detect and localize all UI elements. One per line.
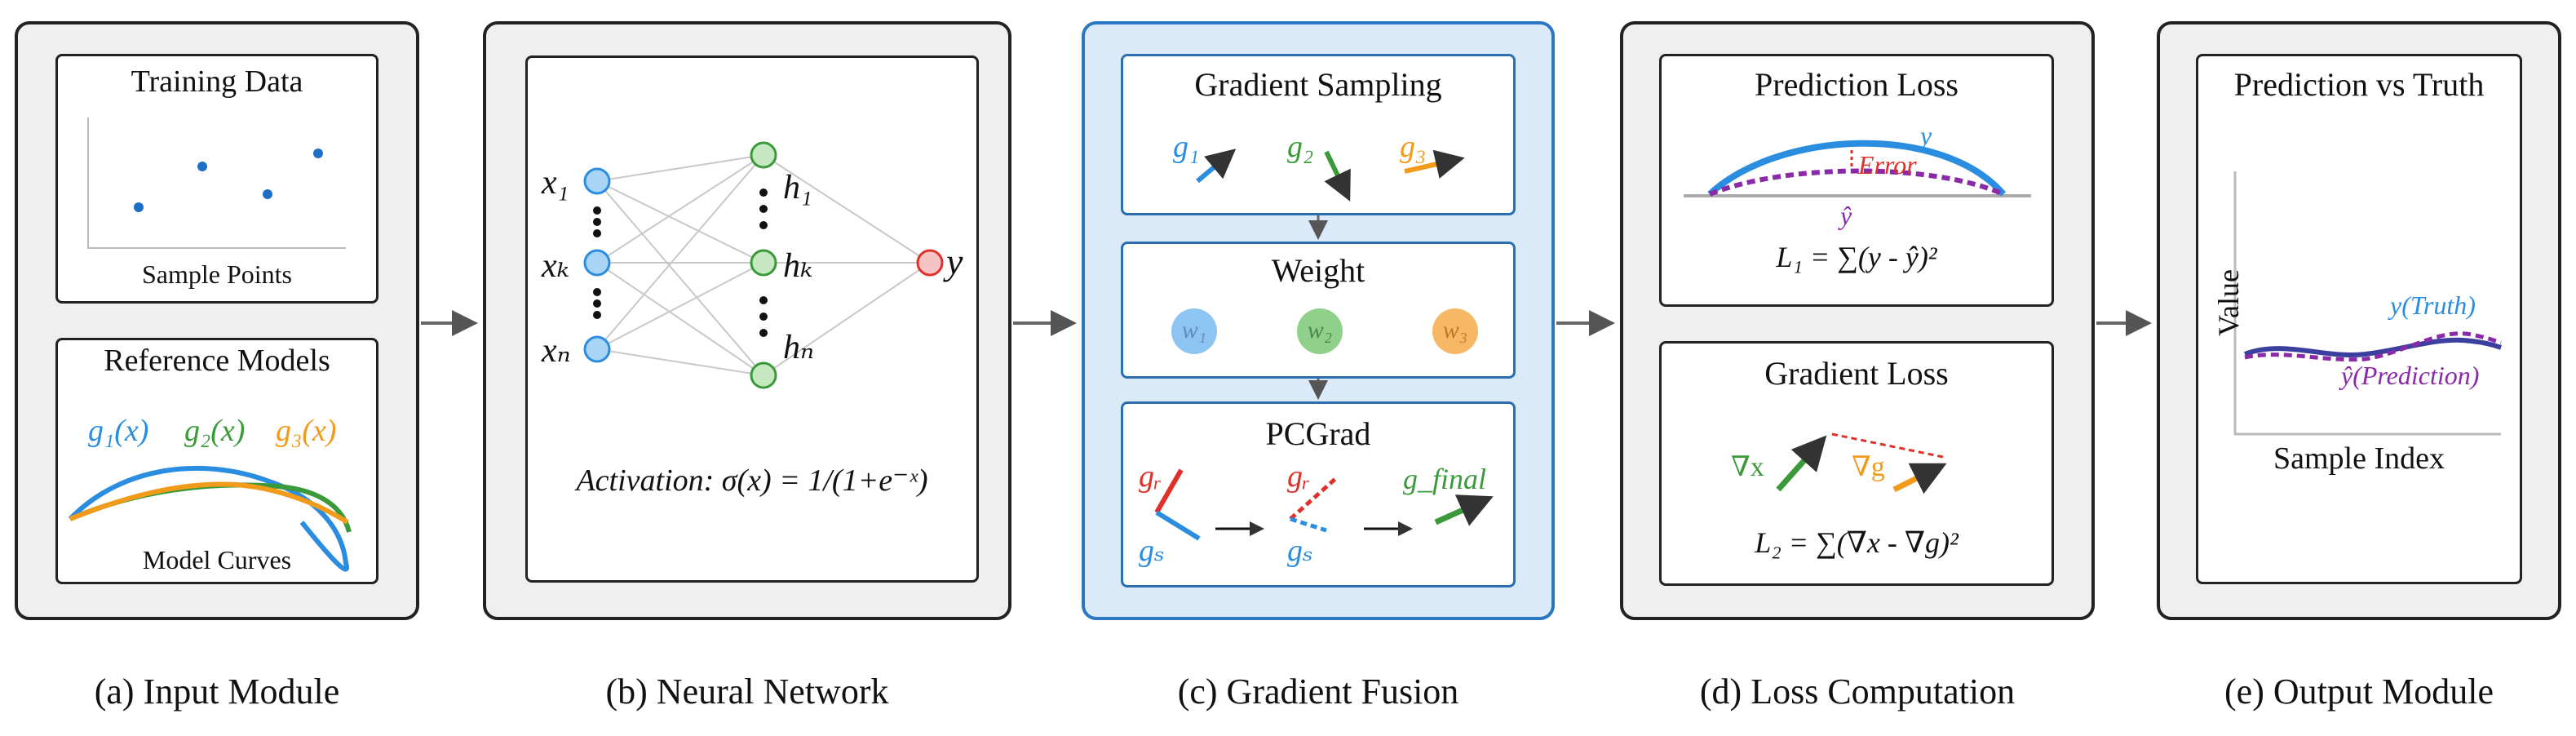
h1-label: h₁ bbox=[783, 169, 812, 206]
g2-label: g₂(x) bbox=[184, 414, 246, 448]
caption-neural-network: (b) Neural Network bbox=[605, 672, 889, 712]
model-curves bbox=[68, 465, 352, 572]
gradient-sampling-box bbox=[1121, 54, 1516, 215]
xk-label: xₖ bbox=[542, 247, 569, 285]
pcgrad-gr-left: gᵣ bbox=[1139, 459, 1162, 494]
w3-label: w₃ bbox=[1442, 317, 1468, 344]
nabla-g-label: ∇g bbox=[1852, 452, 1885, 482]
pcgrad-graphics bbox=[1154, 468, 1494, 541]
network-box bbox=[525, 55, 979, 583]
output-ylabel: Value bbox=[2212, 269, 2245, 336]
l1-formula: L₁ = ∑(y - ŷ)² bbox=[1776, 241, 1937, 273]
output-pred-label: ŷ(Prediction) bbox=[2341, 361, 2480, 390]
gradient-sampling-title: Gradient Sampling bbox=[1194, 66, 1442, 103]
nn-ellipsis-dots bbox=[593, 188, 768, 337]
reference-models-box bbox=[55, 338, 378, 584]
pcgrad-gs-left: gₛ bbox=[1139, 534, 1165, 568]
training-data-title: Training Data bbox=[131, 64, 303, 99]
caption-input-module: (a) Input Module bbox=[94, 672, 340, 712]
prediction-loss-graphics bbox=[1684, 140, 2031, 197]
nn-edges bbox=[596, 154, 931, 376]
loss-yhat-label: ŷ bbox=[1840, 201, 1852, 230]
output-plot bbox=[2233, 171, 2502, 436]
l2-formula: L₂ = ∑(∇x - ∇g)² bbox=[1755, 526, 1959, 559]
pcgrad-gr-mid: gᵣ bbox=[1287, 459, 1311, 494]
sampling-g2: g₂ bbox=[1287, 130, 1314, 164]
gradient-loss-title: Gradient Loss bbox=[1764, 355, 1949, 392]
output-truth-label: y(Truth) bbox=[2390, 290, 2476, 320]
hk-label: hₖ bbox=[783, 247, 813, 285]
sampling-g3: g₃ bbox=[1400, 130, 1427, 164]
output-title: Prediction vs Truth bbox=[2233, 66, 2485, 103]
training-xlabel: Sample Points bbox=[141, 259, 292, 289]
g1-label: g₁(x) bbox=[88, 414, 149, 448]
pcgrad-gs-mid: gₛ bbox=[1287, 534, 1313, 568]
loss-y-label: y bbox=[1920, 121, 1932, 150]
g3-label: g₃(x) bbox=[276, 414, 337, 448]
caption-output-module: (e) Output Module bbox=[2224, 672, 2494, 712]
xn-label: xₙ bbox=[542, 332, 571, 370]
sampling-arrows bbox=[1196, 149, 1465, 202]
w2-label: w₂ bbox=[1307, 317, 1333, 344]
pcgrad-title: PCGrad bbox=[1265, 415, 1371, 452]
nn-nodes bbox=[583, 141, 944, 389]
reference-models-title: Reference Models bbox=[104, 344, 330, 378]
nabla-x-label: ∇x bbox=[1731, 452, 1764, 482]
loss-error-label: Error bbox=[1858, 150, 1917, 180]
training-data-box bbox=[55, 54, 378, 304]
y-output-label: y bbox=[946, 241, 963, 282]
x1-label: x₁ bbox=[542, 164, 569, 202]
caption-loss-computation: (d) Loss Computation bbox=[1699, 672, 2016, 712]
w1-label: w₁ bbox=[1181, 317, 1207, 344]
gradient-loss-graphics bbox=[1776, 432, 1947, 494]
hn-label: hₙ bbox=[783, 329, 815, 366]
weight-circles bbox=[1171, 308, 1478, 354]
output-plot-box bbox=[2196, 54, 2522, 584]
sampling-g1: g₁ bbox=[1173, 130, 1200, 164]
activation-formula: Activation: σ(x) = 1/(1+e⁻ˣ) bbox=[576, 463, 928, 498]
prediction-loss-title: Prediction Loss bbox=[1755, 66, 1959, 103]
weight-title: Weight bbox=[1271, 252, 1365, 289]
gradient-loss-box bbox=[1659, 341, 2054, 586]
model-curves-label: Model Curves bbox=[142, 545, 292, 574]
caption-gradient-fusion: (c) Gradient Fusion bbox=[1177, 672, 1459, 712]
training-scatter bbox=[87, 117, 346, 249]
pcgrad-gfinal: g_final bbox=[1403, 463, 1487, 495]
output-xlabel: Sample Index bbox=[2273, 441, 2445, 476]
